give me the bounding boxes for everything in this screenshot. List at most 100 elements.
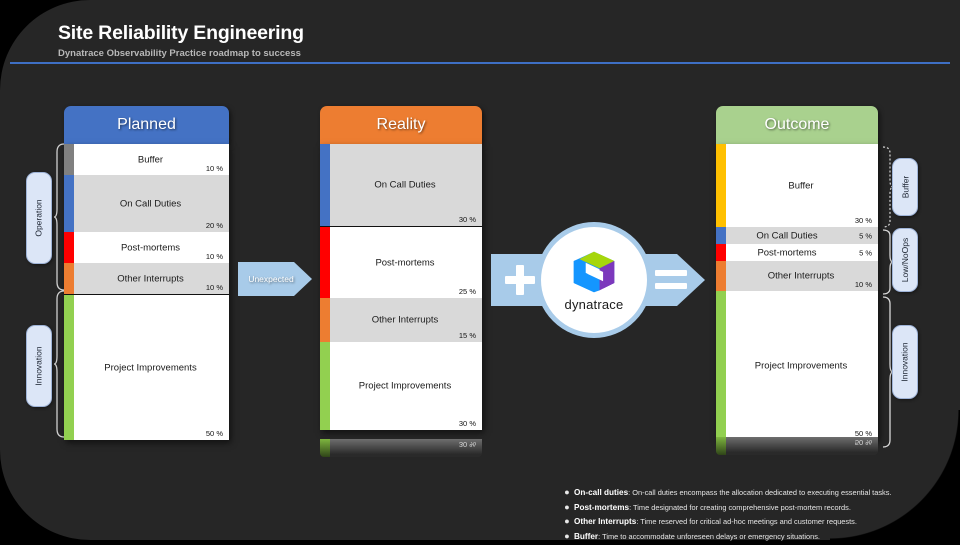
column-header-planned: Planned (64, 106, 229, 144)
page-title: Site Reliability Engineering (58, 22, 304, 44)
arrow-unexpected[interactable]: Unexpected (238, 262, 312, 296)
segment-color-bar (64, 232, 74, 263)
legend-desc: : Time reserved for critical ad-hoc meet… (636, 517, 857, 526)
legend-desc: : Time to accommodate unforeseen delays … (598, 531, 820, 541)
column-header-outcome: Outcome (716, 106, 878, 144)
segment-buffer[interactable]: Buffer 10 % (64, 144, 229, 175)
segment-percent: 10 % (205, 164, 223, 173)
segment-label: Buffer (137, 154, 164, 165)
legend-term: On-call duties (574, 488, 629, 497)
column-title-outcome: Outcome (764, 116, 830, 133)
segment-project-improvements[interactable]: Project Improvements 50 % (716, 291, 878, 440)
segment-percent: 25 % (458, 287, 476, 296)
segment-color-bar (716, 144, 726, 227)
segment-color-bar (320, 227, 330, 298)
bullet-icon: ● (564, 487, 570, 497)
header-block: Site Reliability Engineering Dynatrace O… (58, 22, 304, 59)
page-subtitle: Dynatrace Observability Practice roadmap… (58, 48, 301, 59)
segment-label: On Call Duties (374, 179, 436, 191)
segment-label: Other Interrupts (371, 314, 439, 326)
segment-post-mortems[interactable]: Post-mortems 5 % (716, 244, 878, 261)
label-operation[interactable]: Operation (26, 172, 52, 264)
segment-color-bar (716, 291, 726, 440)
reflection-outcome: 50 % (716, 437, 878, 455)
segment-other-interrupts[interactable]: Other Interrupts 10 % (716, 261, 878, 291)
label-innovation-right[interactable]: Innovation (892, 325, 918, 399)
segment-percent: 15 % (458, 331, 476, 340)
segment-color-bar (64, 175, 74, 232)
column-body-reality: On Call Duties 30 % Post-mortems 25 % Ot… (320, 144, 482, 430)
bullet-icon: ● (564, 501, 570, 512)
legend-desc: : On-call duties encompass the allocatio… (628, 488, 892, 497)
label-buffer-right-text: Buffer (900, 175, 910, 199)
segment-percent: 10 % (854, 280, 872, 289)
segment-color-bar (320, 144, 330, 226)
equals-icon (655, 270, 687, 290)
segment-percent: 50 % (205, 429, 223, 438)
column-outcome: Outcome Buffer 30 % On Call Duties 5 % P… (716, 106, 878, 440)
segment-label: Other Interrupts (117, 273, 184, 284)
column-body-planned: Buffer 10 % On Call Duties 20 % Post-mor… (64, 144, 229, 440)
segment-label: Other Interrupts (767, 270, 835, 282)
segment-color-bar (716, 261, 726, 291)
segment-color-bar (64, 295, 74, 440)
segment-percent: 50 % (854, 429, 872, 438)
segment-percent: 30 % (458, 419, 476, 428)
segment-other-interrupts[interactable]: Other Interrupts 15 % (320, 298, 482, 342)
dynatrace-logo-badge: dynatrace (536, 222, 652, 338)
segment-post-mortems[interactable]: Post-mortems 10 % (64, 232, 229, 263)
label-operation-text: Operation (34, 199, 44, 237)
legend-term: Other Interrupts (574, 517, 637, 526)
legend-desc: : Time designated for creating comprehen… (629, 502, 851, 512)
legend-text: On-call duties: On-call duties encompass… (574, 487, 891, 498)
label-low-noops-text: Low/NoOps (900, 237, 911, 283)
column-reality: Reality On Call Duties 30 % Post-mortems… (320, 106, 482, 430)
label-innovation-right-text: Innovation (900, 342, 911, 382)
segment-label: Project Improvements (104, 362, 197, 373)
segment-label: On Call Duties (756, 230, 818, 241)
label-buffer-right[interactable]: Buffer (892, 158, 918, 216)
segment-project-improvements[interactable]: Project Improvements 50 % (64, 294, 229, 440)
legend-list: ● On-call duties: On-call duties encompa… (560, 487, 955, 545)
column-title-reality: Reality (376, 116, 426, 133)
column-header-reality: Reality (320, 106, 482, 144)
segment-label: Project Improvements (358, 380, 452, 392)
segment-percent: 10 % (205, 252, 223, 261)
label-innovation-left[interactable]: Innovation (26, 325, 52, 407)
list-item: ● On-call duties: On-call duties encompa… (560, 487, 955, 498)
segment-label: On Call Duties (119, 198, 182, 209)
segment-label: Post-mortems (120, 242, 181, 253)
legend-term: Post-mortems (574, 502, 630, 512)
segment-percent: 5 % (859, 231, 872, 240)
arrow-unexpected-label: Unexpected (248, 274, 294, 284)
segment-project-improvements[interactable]: Project Improvements 30 % (320, 342, 482, 430)
legend-text: Buffer: Time to accommodate unforeseen d… (574, 531, 820, 542)
segment-percent: 10 % (205, 283, 223, 292)
column-title-planned: Planned (117, 116, 176, 133)
segment-on-call-duties[interactable]: On Call Duties 30 % (320, 144, 482, 226)
legend-text: Post-mortems: Time designated for creati… (574, 502, 851, 513)
reflection-color-bar (320, 439, 330, 457)
segment-on-call-duties[interactable]: On Call Duties 20 % (64, 175, 229, 232)
bullet-icon: ● (564, 530, 570, 541)
segment-label: Post-mortems (375, 257, 435, 268)
header-divider (10, 62, 950, 64)
segment-other-interrupts[interactable]: Other Interrupts 10 % (64, 263, 229, 294)
segment-percent: 30 % (458, 215, 476, 224)
reflection-percent: 50 % (854, 438, 872, 447)
segment-color-bar (64, 144, 74, 175)
segment-percent: 5 % (859, 248, 872, 257)
segment-color-bar (716, 244, 726, 261)
legend-term: Buffer (574, 531, 599, 541)
plus-icon (505, 265, 535, 295)
reflection-color-bar (716, 437, 726, 455)
segment-color-bar (320, 342, 330, 430)
segment-buffer[interactable]: Buffer 30 % (716, 144, 878, 227)
list-item: ● Post-mortems: Time designated for crea… (560, 502, 955, 513)
segment-post-mortems[interactable]: Post-mortems 25 % (320, 226, 482, 298)
label-low-noops[interactable]: Low/NoOps (892, 228, 918, 292)
segment-percent: 30 % (854, 216, 872, 225)
segment-on-call-duties[interactable]: On Call Duties 5 % (716, 227, 878, 244)
legend-text: Other Interrupts: Time reserved for crit… (574, 516, 857, 527)
